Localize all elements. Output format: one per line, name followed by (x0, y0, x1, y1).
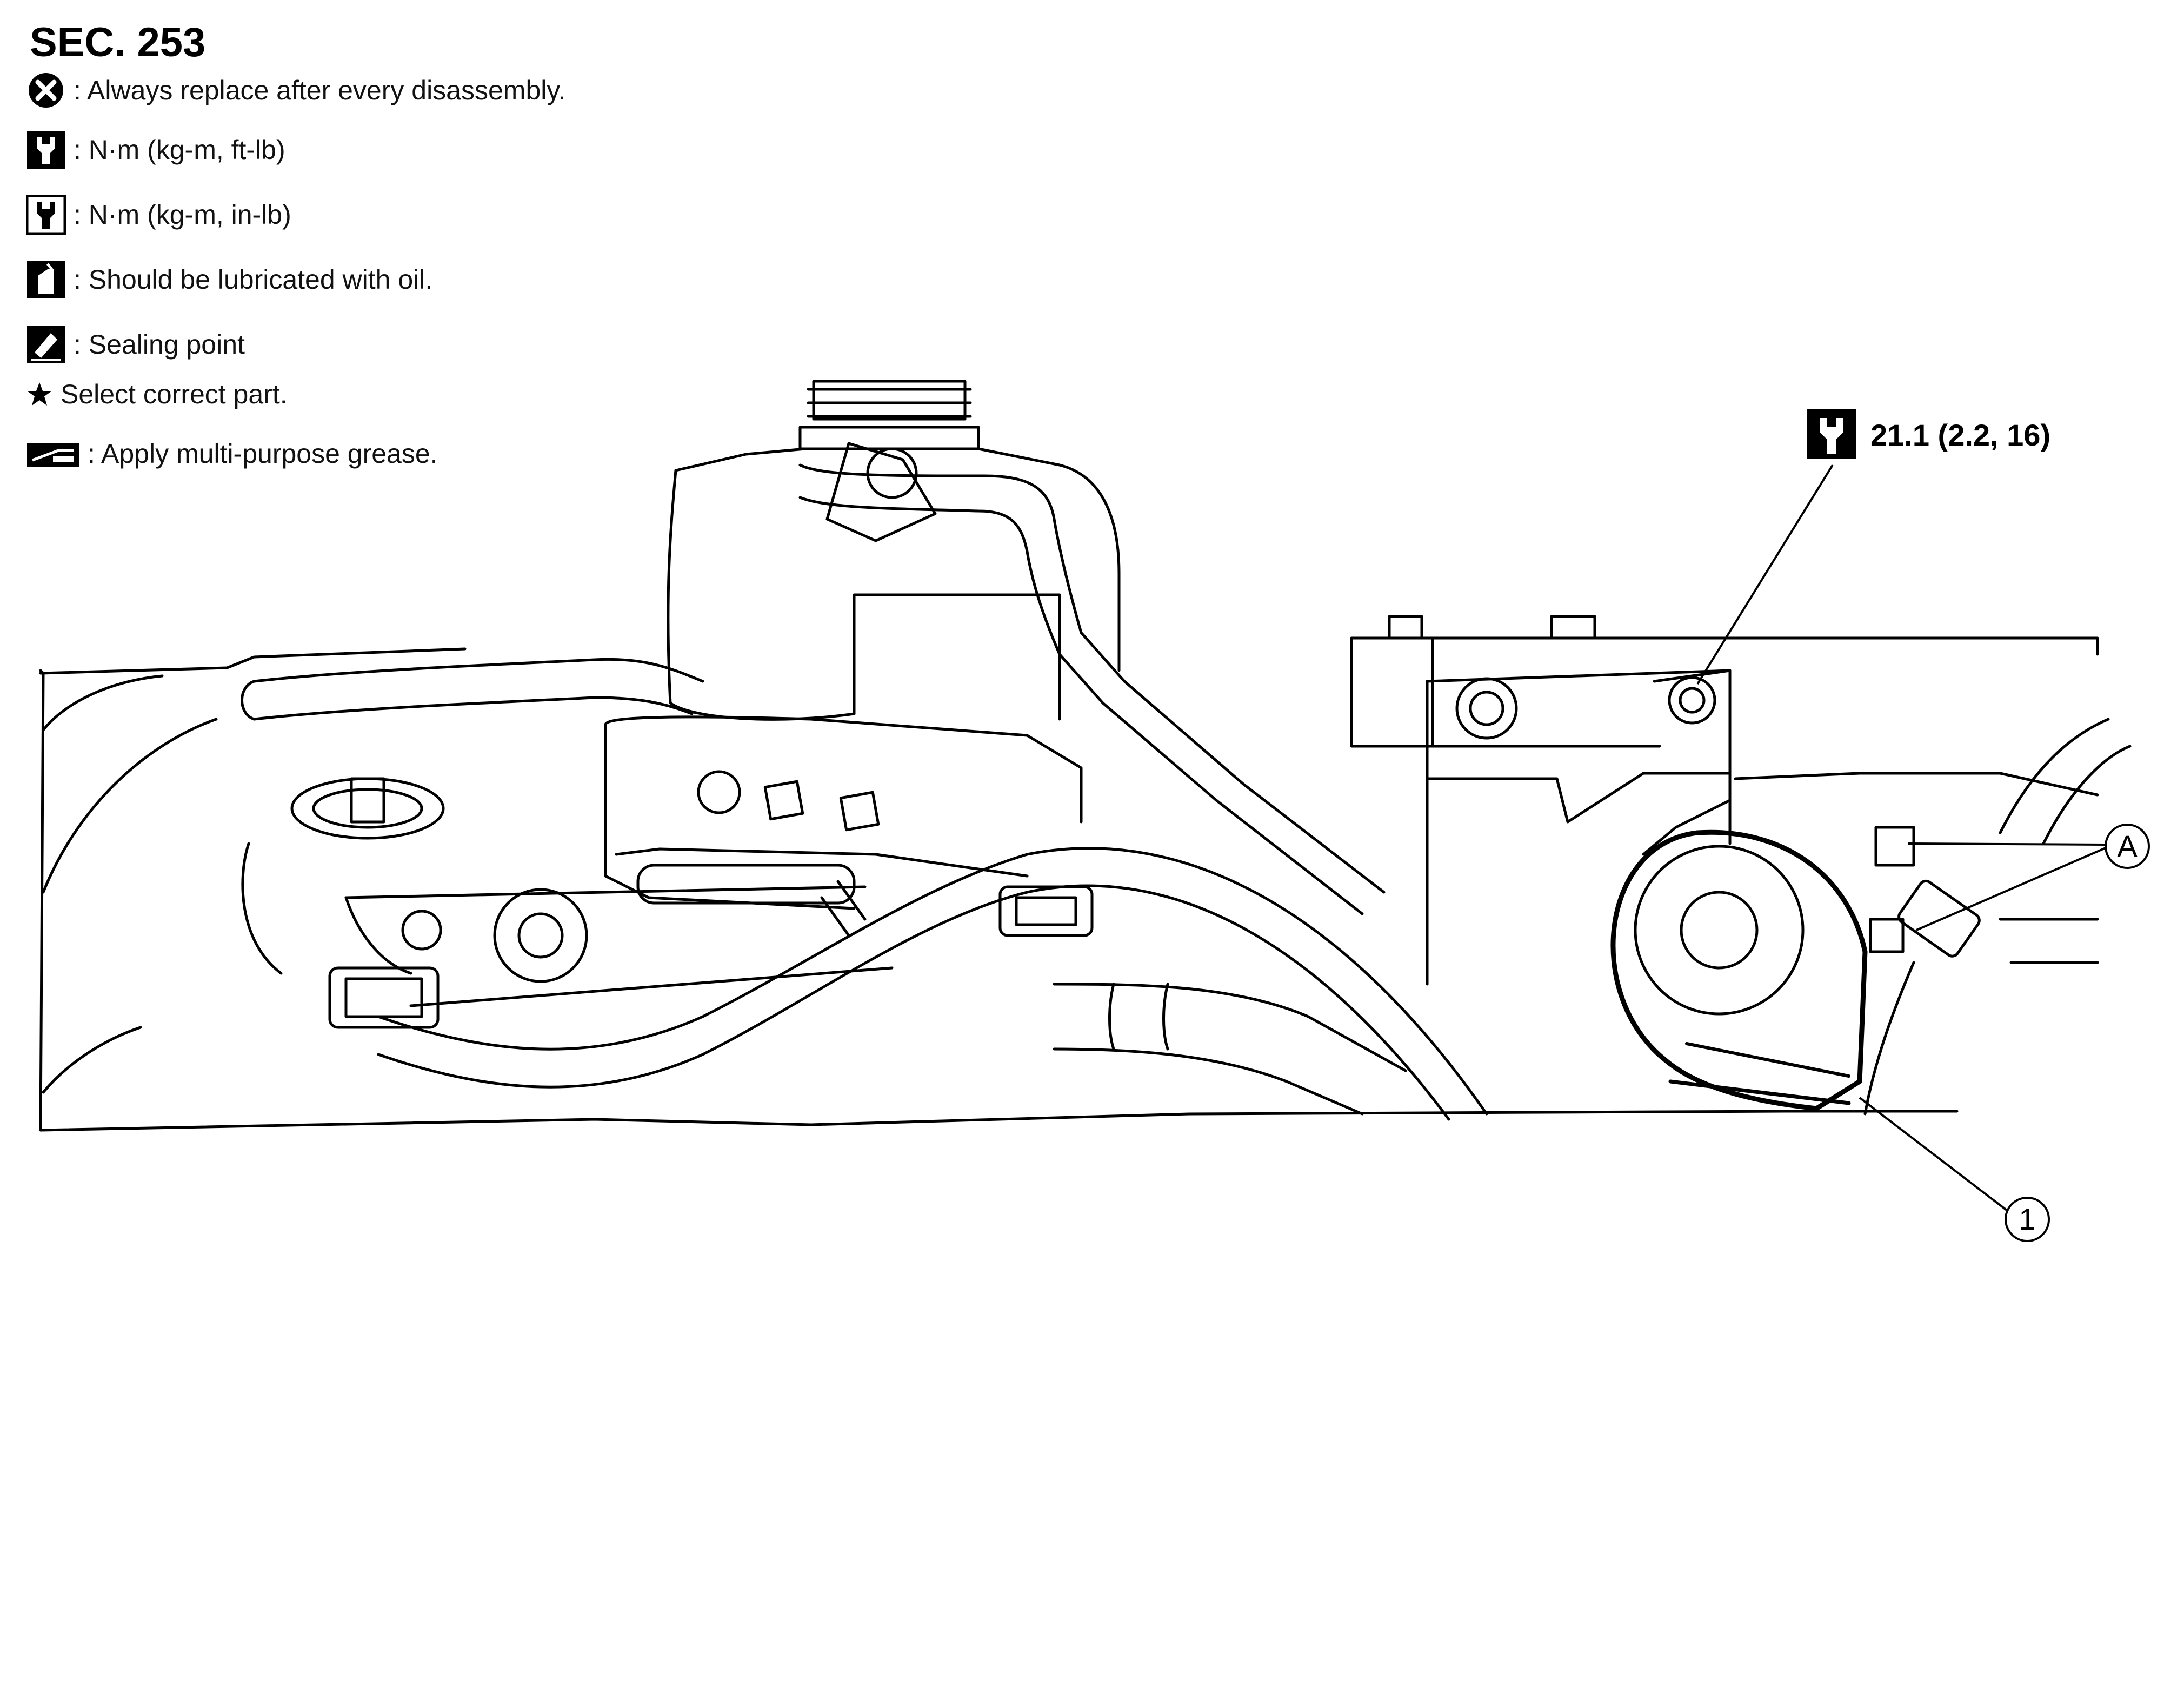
legend-text-oil: : Should be lubricated with oil. (74, 264, 433, 295)
legend-row-torque-ftlb: : N·m (kg-m, ft-lb) (26, 130, 285, 170)
callout-1-leader (1859, 1097, 2008, 1211)
replace-x-icon (26, 70, 66, 110)
legend-text-grease: : Apply multi-purpose grease. (88, 439, 438, 469)
torque-spec-wrench-icon (1806, 408, 1857, 460)
star-icon (26, 381, 53, 408)
legend-row-oil: : Should be lubricated with oil. (26, 260, 432, 300)
legend-row-star: Select correct part. (26, 379, 288, 410)
horn-outline (1610, 829, 1868, 1111)
oil-can-icon (26, 260, 66, 300)
torque-wrench-inlb-icon (26, 195, 66, 235)
torque-spec-label: 21.1 (2.2, 16) (1870, 418, 2051, 452)
callout-a-leader-2 (1916, 847, 2106, 931)
bracket-bolt (1668, 676, 1716, 725)
legend-text-torque-inlb: : N·m (kg-m, in-lb) (74, 200, 291, 230)
section-title: SEC. 253 (30, 19, 206, 65)
left-connector (328, 966, 440, 1029)
torque-leader-line (1696, 464, 1834, 685)
legend-text-replace: : Always replace after every disassembly… (74, 75, 566, 105)
callout-a-label: A (2117, 829, 2138, 863)
callout-1-label: 1 (2019, 1202, 2036, 1236)
callout-1-circle (2005, 1197, 2050, 1242)
grease-icon (26, 439, 80, 469)
legend-row-torque-inlb: : N·m (kg-m, in-lb) (26, 195, 291, 235)
callout-a-leader-1 (1908, 842, 2106, 846)
filler-neck (812, 380, 967, 421)
legend-row-sealing: : Sealing point (26, 324, 245, 364)
legend-text-star: Select correct part. (61, 379, 288, 409)
legend-text-sealing: : Sealing point (74, 329, 245, 360)
legend-text-torque-ftlb: : N·m (kg-m, ft-lb) (74, 135, 285, 165)
torque-wrench-ftlb-icon (26, 130, 66, 170)
callout-a-circle (2105, 824, 2150, 869)
legend-row-grease: : Apply multi-purpose grease. (26, 438, 438, 469)
sealing-point-icon (26, 324, 66, 364)
legend-row-replace: : Always replace after every disassembly… (26, 70, 566, 110)
